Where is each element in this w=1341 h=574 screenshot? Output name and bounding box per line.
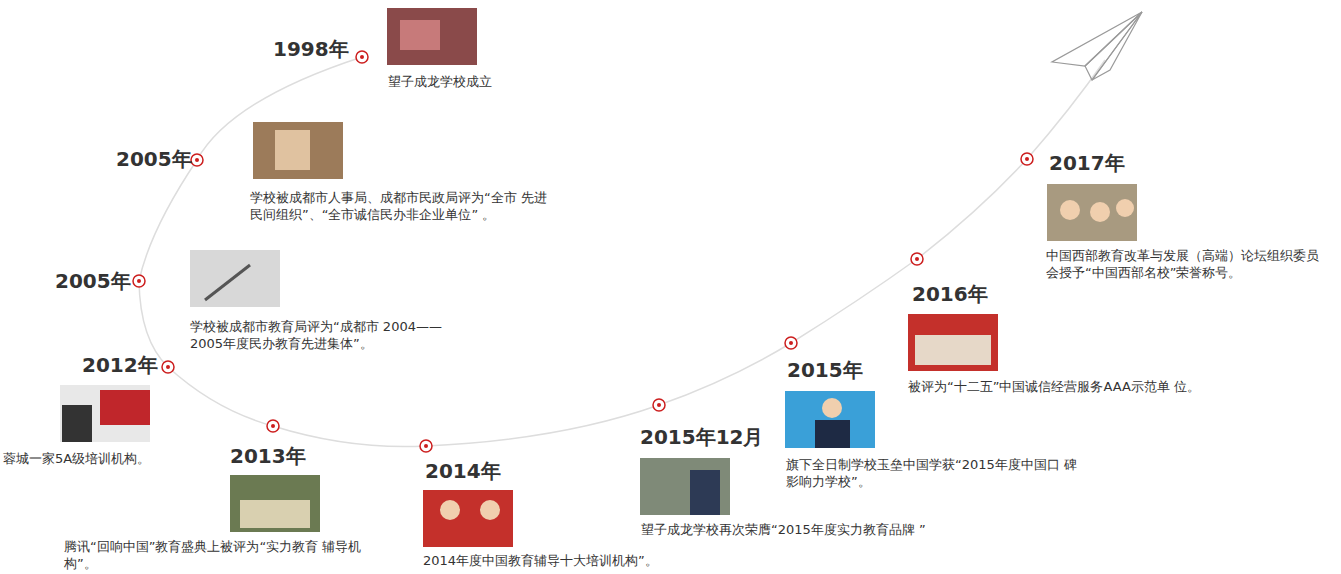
year-label: 2012年: [82, 352, 158, 379]
event-description: 望子成龙学校再次荣膺“2015年度实力教育品牌 ”: [641, 521, 951, 538]
event-description: 2014年度中国教育辅导十大培训机构”。: [423, 552, 723, 569]
year-label: 2013年: [230, 443, 306, 470]
year-label: 1998年: [273, 36, 349, 63]
event-description: 学校被成都市教育局评为“成都市 2004——2005年度民办教育先进集体”。: [190, 318, 460, 352]
event-description: 望子成龙学校成立: [388, 73, 588, 90]
event-description: 中国西部教育改革与发展（高端）论坛组织委员 会授予“中国西部名校”荣誉称号。: [1046, 247, 1336, 281]
year-label: 2014年: [425, 458, 501, 485]
year-label: 2015年: [787, 357, 863, 384]
event-description: 腾讯“回响中国”教育盛典上被评为“实力教育 辅导机构”。: [64, 538, 364, 572]
year-label: 2005年: [116, 146, 192, 173]
paper-plane: [1052, 12, 1142, 80]
event-photos: [60, 8, 1137, 547]
timeline-dots: [133, 51, 1033, 452]
event-description: 蓉城一家5A级培训机构。: [3, 450, 203, 467]
event-description: 学校被成都市人事局、成都市民政局评为“全市 先进民间组织”、“全市诚信民办非企业…: [250, 189, 550, 223]
year-label: 2017年: [1049, 150, 1125, 177]
year-label: 2015年12月: [640, 424, 764, 451]
timeline-dot-centers: [137, 55, 1029, 448]
event-description: 被评为“十二五”中国诚信经营服务AAA示范单 位。: [908, 378, 1213, 395]
event-description: 旗下全日制学校玉垒中国学获“2015年度中国口 碑影响力学校”。: [786, 456, 1086, 490]
year-label: 2005年: [55, 268, 131, 295]
year-label: 2016年: [912, 281, 988, 308]
